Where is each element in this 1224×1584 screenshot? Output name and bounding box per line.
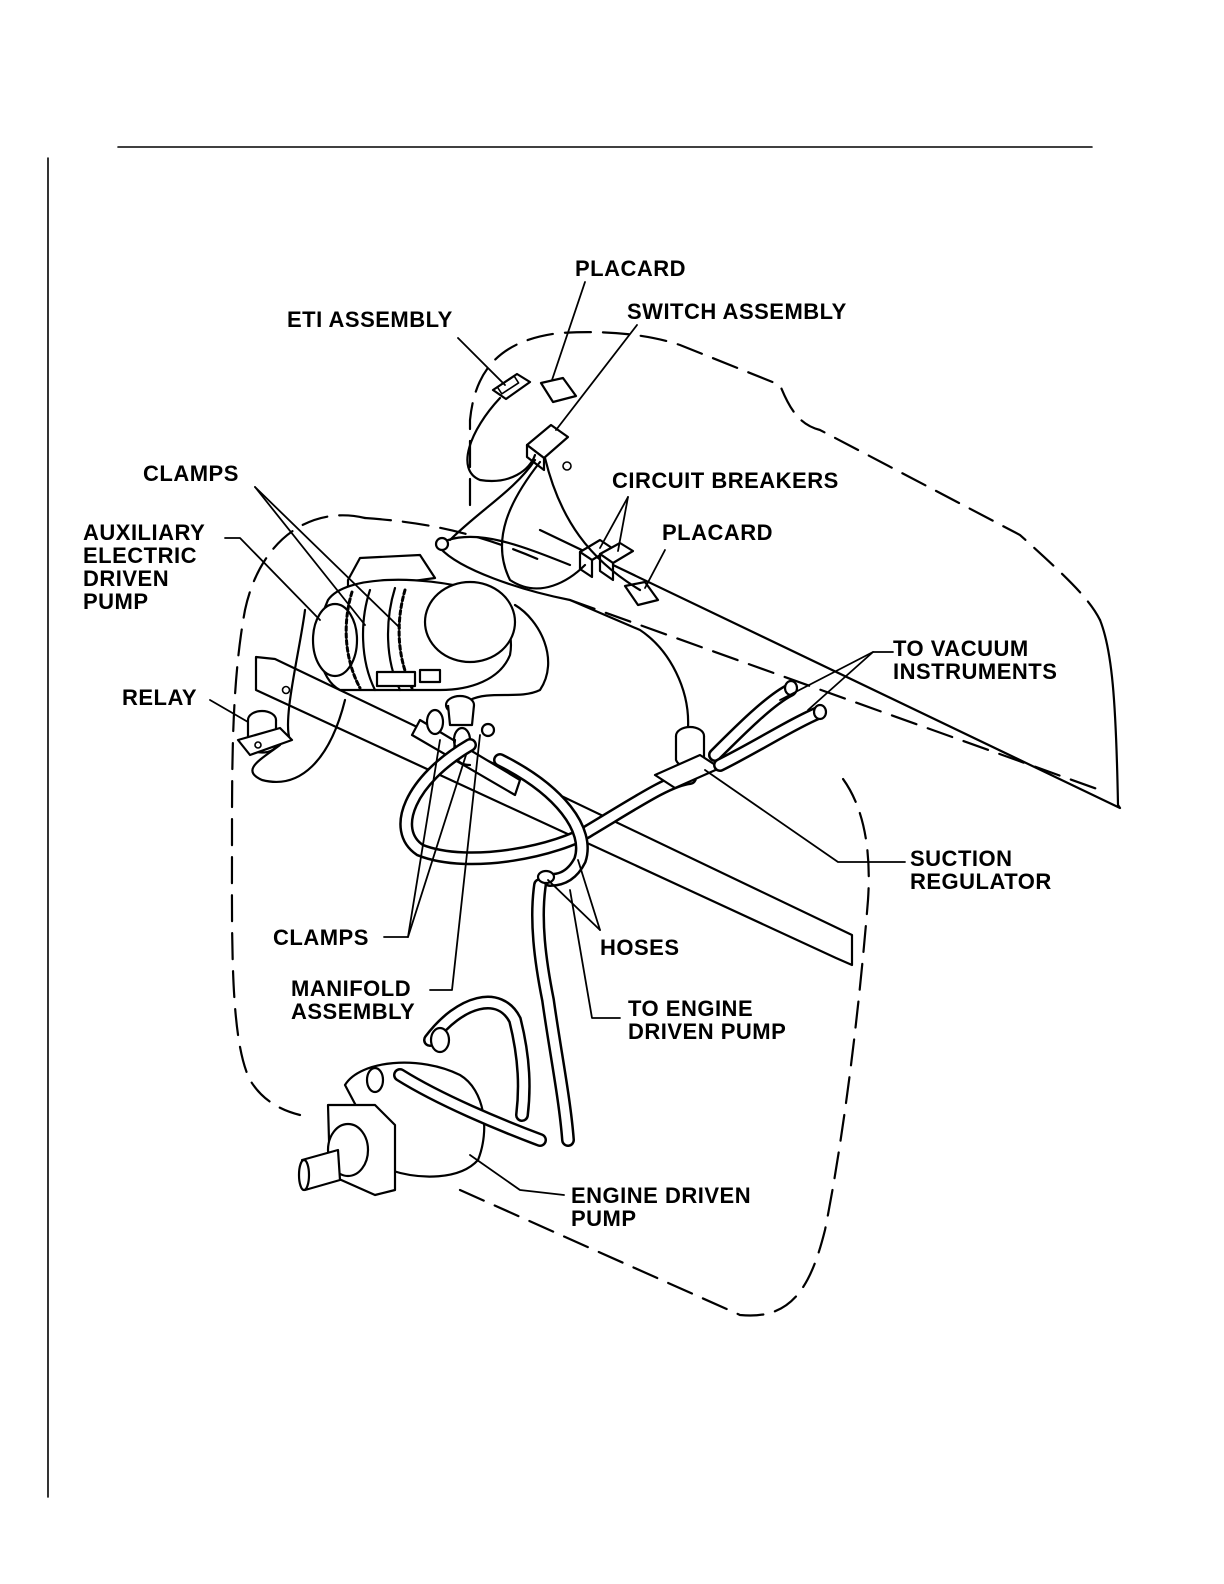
label-manifold-assembly: MANIFOLD ASSEMBLY xyxy=(291,976,418,1024)
label-hoses: HOSES xyxy=(600,935,680,960)
label-auxiliary-pump: AUXILIARY ELECTRIC DRIVEN PUMP xyxy=(83,520,211,614)
label-switch-assembly: SWITCH ASSEMBLY xyxy=(627,299,847,324)
placard-right-part xyxy=(625,582,658,605)
relay-part xyxy=(238,711,292,755)
label-group: PLACARD ETI ASSEMBLY SWITCH ASSEMBLY CLA… xyxy=(83,256,1057,1231)
label-clamps-bottom: CLAMPS xyxy=(273,925,369,950)
suction-regulator-part xyxy=(655,681,826,788)
label-placard-top: PLACARD xyxy=(575,256,686,281)
label-circuit-breakers: CIRCUIT BREAKERS xyxy=(612,468,839,493)
label-clamps-top: CLAMPS xyxy=(143,461,239,486)
label-engine-driven-pump: ENGINE DRIVEN PUMP xyxy=(571,1183,758,1231)
label-suction-regulator: SUCTION REGULATOR xyxy=(910,846,1052,894)
label-to-vacuum-instruments: TO VACUUM INSTRUMENTS xyxy=(893,636,1057,684)
label-placard-right: PLACARD xyxy=(662,520,773,545)
label-to-engine-driven-pump: TO ENGINE DRIVEN PUMP xyxy=(628,996,786,1044)
placard-top-part xyxy=(541,378,576,402)
label-relay: RELAY xyxy=(122,685,197,710)
engine-driven-pump-part xyxy=(299,1003,540,1195)
label-eti-assembly: ETI ASSEMBLY xyxy=(287,307,453,332)
outline-upper-panel xyxy=(470,332,1100,790)
auxiliary-pump-part xyxy=(313,538,548,700)
